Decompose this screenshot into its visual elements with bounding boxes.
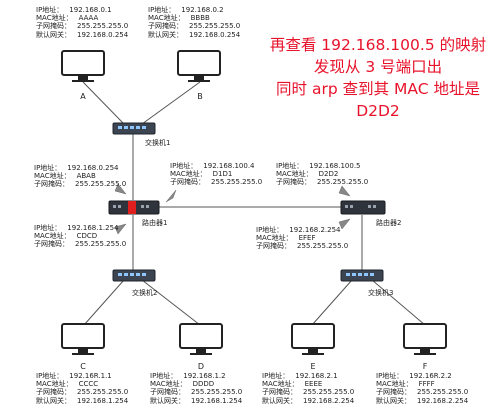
annotation-line-4: D2D2 [356,102,400,120]
host-info-e: IP地址：192.168.2.1 MAC地址：EEEE 子网掩码：255.255… [262,372,355,405]
annotation-line-3: 同时 arp 查到其 MAC 地址是 [276,80,480,98]
annotation-line-2: 发现从 3 号端口出 [313,58,443,76]
interface-info-r1-port3: IP地址：192.168.100.4 MAC地址：D1D1 子网掩码：255.2… [170,162,263,187]
arrow-r2-port1 [338,185,351,197]
switch-icon[interactable] [112,121,156,141]
switch-icon[interactable] [112,268,156,288]
computer-icon[interactable] [290,323,336,361]
interface-info-r2-port2: IP地址：192.168.2.254 MAC地址：EFEF 子网掩码：255.2… [256,226,349,251]
host-info-b: IP地址：192.168.0.2 MAC地址：BBBB 子网掩码：255.255… [148,6,241,39]
pc-label-a: A [80,92,86,101]
pc-label-d: D [197,362,205,371]
wire-s2-c [83,279,125,326]
highlight-port [128,201,136,214]
host-info-f: IP地址：192.16R.2.2 MAC地址：FFFF 子网掩码：255.255… [376,372,469,405]
annotation-line-1: 再查看 192.168.100.5 的映射 [269,36,487,54]
host-info-c: IP地址：192.16R.1.1 MAC地址：CCCC 子网掩码：255.255… [36,372,129,405]
pc-label-c: C [80,362,86,371]
wire-a-s1 [82,81,125,125]
router-icon[interactable] [108,199,160,221]
arrow-r1-port3 [165,189,177,203]
wire-s3-e [311,279,353,326]
host-info-d: IP地址：192.168.1.2 MAC地址：DDDD 子网掩码：255.255… [150,372,243,405]
switch-label-3: 交换机3 [368,289,394,297]
interface-info-r1-port2: IP地址：192.168.1.254 MAC地址：CDCD 子网掩码：255.2… [34,224,127,249]
annotation-note: 再查看 192.168.100.5 的映射 发现从 3 号端口出 同时 arp … [262,34,494,122]
router-label-2: 路由器2 [376,219,402,227]
wire-s2-d [141,279,201,326]
pc-label-b: B [197,92,203,101]
host-info-a: IP地址：192.168.0.1 MAC地址：AAAA 子网掩码：255.255… [36,6,129,39]
pc-label-e: E [310,362,316,371]
arrow-r1-port2 [114,223,127,235]
interface-info-r1-port1: IP地址：192.168.0.254 MAC地址：ABAB 子网掩码：255.2… [34,164,127,189]
arrow-r1-port1 [114,183,127,195]
computer-icon[interactable] [178,323,224,361]
switch-label-1: 交换机1 [145,139,171,147]
arrow-r2-port2 [338,218,351,230]
router-label-1: 路由器1 [142,219,168,227]
switch-label-2: 交换机2 [132,289,158,297]
switch-icon[interactable] [340,268,384,288]
computer-icon[interactable] [60,323,106,361]
computer-icon[interactable] [60,50,106,88]
computer-icon[interactable] [402,323,448,361]
computer-icon[interactable] [176,50,222,88]
pc-label-f: F [422,362,428,371]
wire-b-s1 [141,81,201,125]
wire-s3-f [371,279,426,326]
interface-info-r2-port1: IP地址：192.168.100.5 MAC地址：D2D2 子网掩码：255.2… [276,162,369,187]
router-icon[interactable] [340,199,386,221]
